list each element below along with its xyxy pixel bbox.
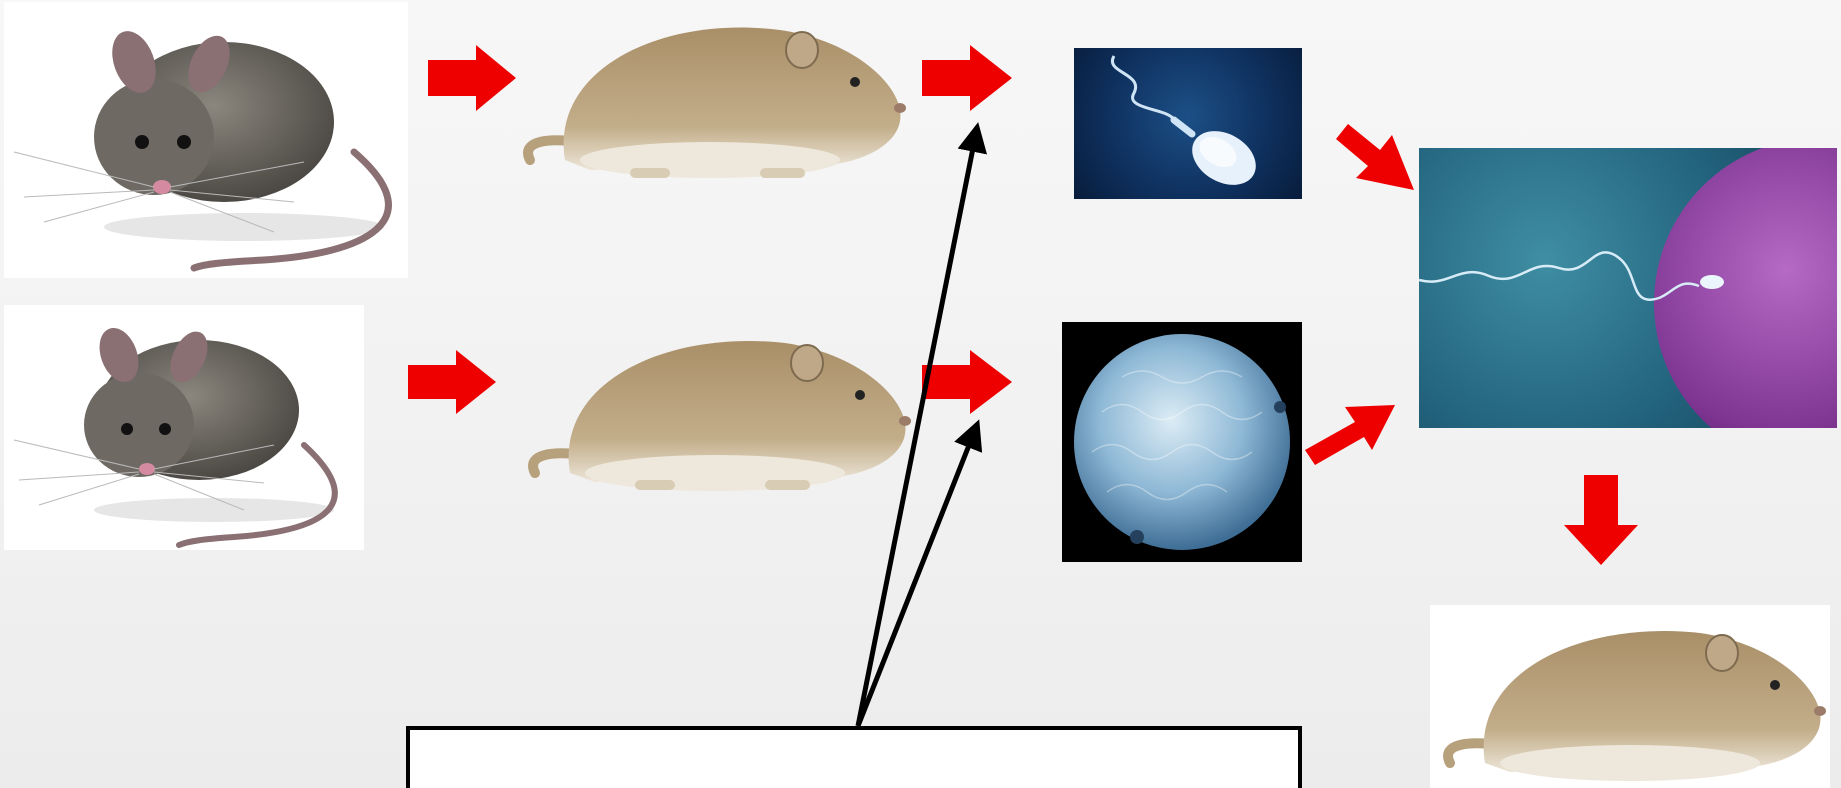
red-arrow-down-icon	[1564, 475, 1638, 565]
red-arrow-right-icon	[922, 350, 1012, 414]
black-arrow-to-egg	[858, 425, 977, 726]
caption-box	[406, 726, 1302, 788]
red-arrow-down-right-icon	[1336, 124, 1414, 190]
red-arrow-up-right-icon	[1305, 405, 1395, 465]
black-arrow-to-sperm	[858, 128, 977, 726]
red-arrow-right-icon	[408, 350, 496, 414]
red-arrow-right-icon	[428, 45, 516, 111]
red-arrow-right-icon	[922, 45, 1012, 111]
